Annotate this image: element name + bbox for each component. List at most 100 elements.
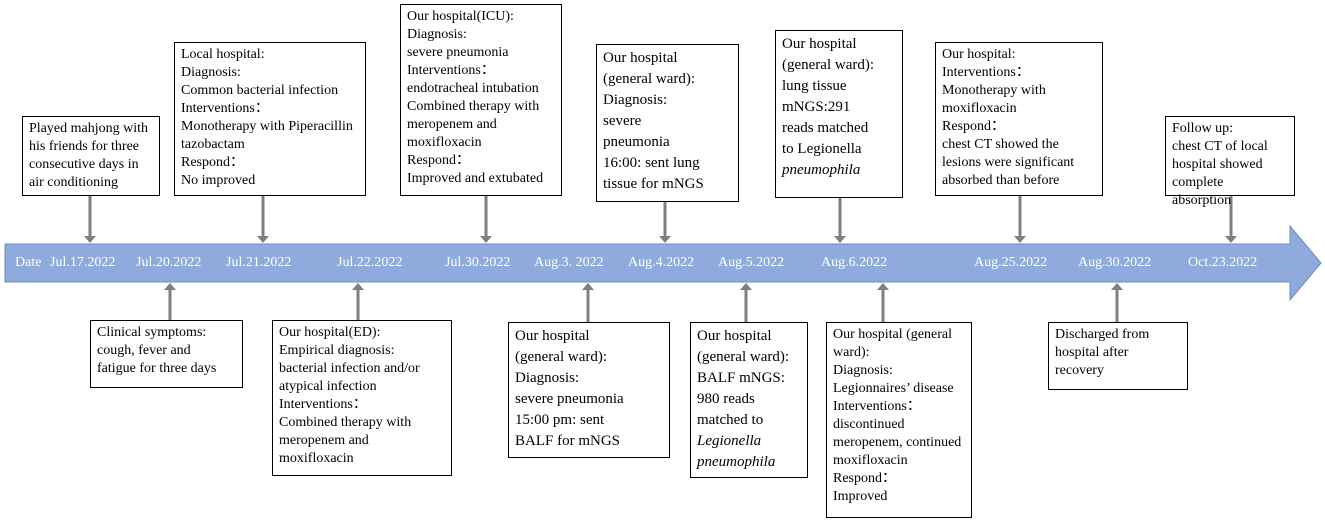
connector-aug3-head — [582, 283, 594, 290]
date-label: Date — [15, 255, 42, 270]
event-line: chest CT showed the — [942, 137, 1059, 152]
event-box-aug6-above: Our hospital (general ward): lung tissue… — [775, 30, 903, 198]
event-line: fatigue for three days — [97, 361, 217, 376]
event-line: Follow up: — [1172, 121, 1234, 136]
event-box-jul21: Local hospital: Diagnosis: Common bacter… — [174, 42, 366, 196]
connector-aug25-head — [1014, 236, 1026, 243]
event-line: Diagnosis: — [603, 92, 668, 108]
event-line: Legionnaires’ disease — [833, 381, 954, 396]
event-line: meropenem, continued — [833, 435, 962, 450]
event-line: hospital after — [1055, 345, 1129, 360]
event-line: chest CT of local — [1172, 139, 1268, 154]
event-box-aug3: Our hospital (general ward): Diagnosis: … — [508, 322, 670, 458]
event-line: to Legionella — [782, 141, 862, 157]
event-box-jul20: Clinical symptoms: cough, fever and fati… — [90, 320, 243, 388]
event-line: Legionella — [697, 433, 762, 449]
event-box-aug6-below: Our hospital (general ward): Diagnosis: … — [826, 322, 972, 518]
event-box-jul17: Played mahjong with his friends for thre… — [22, 116, 160, 196]
connector-aug6-below-head — [877, 283, 889, 290]
event-box-jul22: Our hospital(ED): Empirical diagnosis: b… — [272, 320, 452, 476]
event-line: tazobactam — [181, 137, 245, 152]
event-line: 980 reads — [697, 391, 755, 407]
event-line: Improved — [833, 489, 888, 504]
event-line: (general ward): — [782, 57, 875, 73]
event-line: his friends for three — [29, 139, 140, 154]
date-jul20: Jul.20.2022 — [136, 255, 202, 270]
event-line: 16:00: sent lung — [603, 155, 700, 171]
event-line: Respond： — [181, 155, 244, 170]
date-aug6: Aug.6.2022 — [821, 255, 888, 270]
event-line: (general ward): — [697, 349, 790, 365]
date-jul21: Jul.21.2022 — [226, 255, 292, 270]
event-line: Our hospital — [515, 328, 590, 344]
event-line: endotracheal intubation — [407, 81, 539, 96]
event-line: No improved — [181, 173, 256, 188]
date-jul30: Jul.30.2022 — [445, 255, 511, 270]
event-line: Combined therapy with — [279, 415, 412, 430]
connector-aug5-head — [740, 283, 752, 290]
event-line: Monotherapy with Piperacillin — [181, 119, 353, 134]
date-aug4: Aug.4.2022 — [628, 255, 695, 270]
connector-jul22-head — [352, 283, 364, 290]
event-line: moxifloxacin — [942, 101, 1017, 116]
event-line: hospital showed — [1172, 157, 1263, 172]
event-line: matched to — [697, 412, 764, 428]
event-line: mNGS:291 — [782, 99, 851, 115]
event-line: moxifloxacin — [833, 453, 908, 468]
date-aug3: Aug.3. 2022 — [534, 255, 604, 270]
event-line: Combined therapy with — [407, 99, 540, 114]
event-line: moxifloxacin — [407, 135, 482, 150]
event-box-aug30: Discharged from hospital after recovery — [1048, 322, 1188, 390]
event-line: Respond： — [833, 471, 896, 486]
event-line: severe — [603, 113, 642, 129]
connector-jul17-head — [84, 236, 96, 243]
connector-aug4-head — [659, 236, 671, 243]
connector-jul21-head — [257, 236, 269, 243]
event-line: lesions were significant — [942, 155, 1075, 170]
event-line: Interventions： — [833, 399, 921, 414]
event-box-aug25: Our hospital: Interventions： Monotherapy… — [935, 42, 1103, 196]
event-line: meropenem and — [279, 433, 369, 448]
event-line: 15:00 pm: sent — [515, 412, 605, 428]
event-line: recovery — [1055, 363, 1104, 378]
date-aug30: Aug.30.2022 — [1078, 255, 1152, 270]
event-line: air conditioning — [29, 175, 119, 190]
event-line: BALF mNGS: — [697, 370, 785, 386]
connector-aug6-above-head — [834, 236, 846, 243]
event-line: cough, fever and — [97, 343, 191, 358]
date-jul22: Jul.22.2022 — [337, 255, 403, 270]
event-line: reads matched — [782, 120, 869, 136]
connector-oct23-head — [1225, 236, 1237, 243]
connector-jul20-head — [164, 283, 176, 290]
event-line: Discharged from — [1055, 327, 1150, 342]
event-line: atypical infection — [279, 379, 377, 394]
event-line: BALF for mNGS — [515, 433, 621, 449]
event-line: Diagnosis: — [181, 65, 241, 80]
timeline-band-arrow — [4, 224, 1322, 302]
event-line: Empirical diagnosis: — [279, 343, 395, 358]
event-line: Diagnosis: — [833, 363, 893, 378]
event-line: Respond： — [942, 119, 1005, 134]
event-line: moxifloxacin — [279, 451, 354, 466]
date-oct23: Oct.23.2022 — [1188, 255, 1258, 270]
event-line: Our hospital — [782, 36, 857, 52]
event-box-oct23: Follow up: chest CT of local hospital sh… — [1165, 116, 1295, 208]
event-line: Our hospital — [603, 50, 678, 66]
date-aug5: Aug.5.2022 — [718, 255, 785, 270]
event-box-aug5: Our hospital (general ward): BALF mNGS: … — [690, 322, 808, 478]
event-line: severe pneumonia — [407, 45, 509, 60]
event-line: meropenem and — [407, 117, 497, 132]
connector-aug30-head — [1111, 283, 1123, 290]
event-line: severe pneumonia — [515, 391, 624, 407]
event-line: pneumonia — [603, 134, 670, 150]
event-line: Our hospital (general — [833, 327, 952, 342]
event-line: (general ward): — [603, 71, 696, 87]
event-line: lung tissue — [782, 78, 847, 94]
event-line: absorbed than before — [942, 173, 1060, 188]
event-line: bacterial infection and/or — [279, 361, 420, 376]
event-line: pneumophila — [697, 454, 776, 470]
event-line: Interventions： — [942, 65, 1030, 80]
event-line: consecutive days in — [29, 157, 139, 172]
